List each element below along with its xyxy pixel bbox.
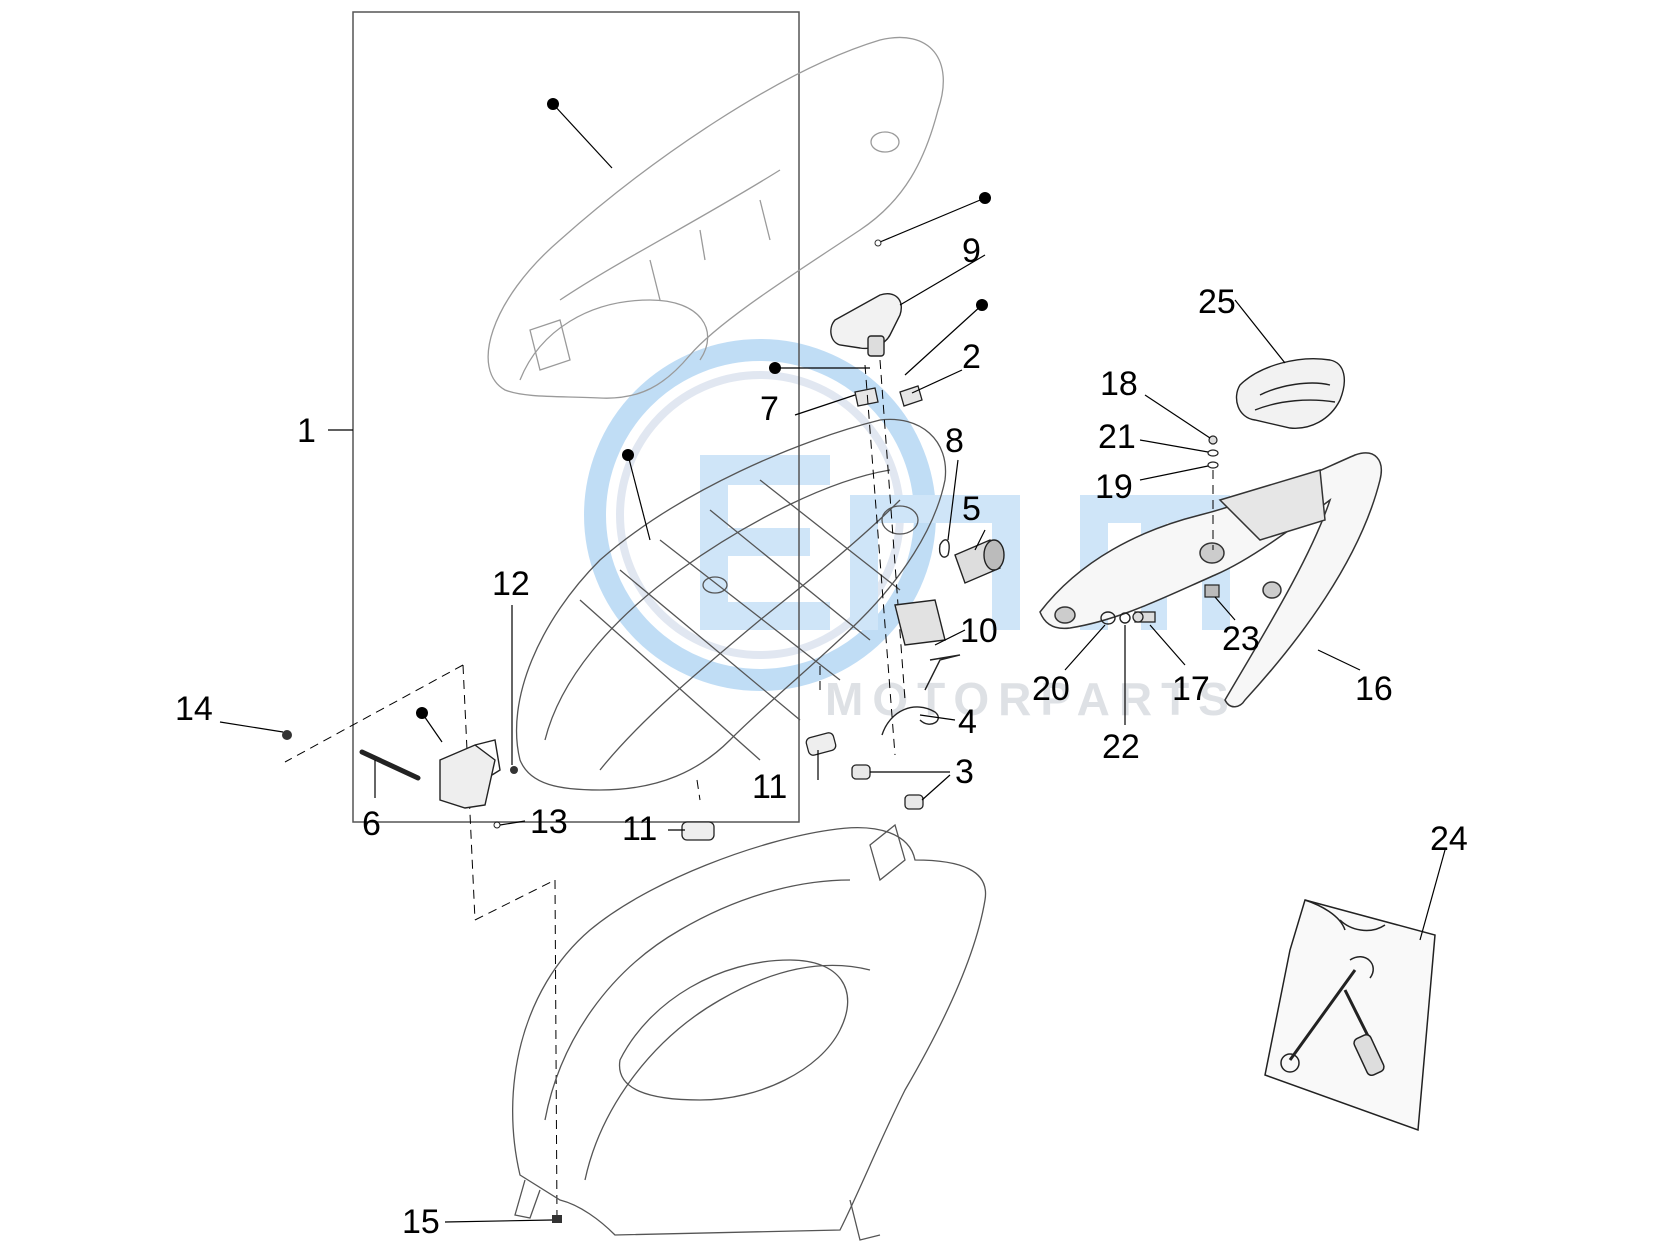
leader-23 — [1214, 596, 1236, 621]
callout-4: 4 — [958, 703, 977, 741]
clip-8 — [938, 539, 950, 558]
leader-21 — [1139, 439, 1209, 453]
callout-19: 19 — [1095, 468, 1133, 506]
callout-14: 14 — [175, 690, 213, 728]
callout-7: 7 — [760, 390, 779, 428]
callout-labels: 1 2 3 4 5 6 7 8 9 10 11 11 12 13 14 15 1… — [175, 232, 1468, 1241]
callout-3: 3 — [955, 753, 974, 791]
callout-15: 15 — [402, 1203, 440, 1241]
leader-3b — [921, 774, 951, 801]
lock-cylinder — [954, 539, 1005, 584]
dot-pan — [622, 449, 634, 461]
hinge-plate-2 — [899, 385, 923, 407]
leader-13 — [499, 820, 526, 826]
seat-pan — [516, 418, 947, 791]
callout-9: 9 — [962, 232, 981, 270]
callout-2: 2 — [962, 338, 981, 376]
leader-18 — [1144, 394, 1211, 439]
screw-12 — [510, 766, 518, 774]
callout-25: 25 — [1198, 283, 1236, 321]
callout-24: 24 — [1430, 820, 1468, 858]
leader-screw-9 — [879, 197, 986, 243]
bolt-17 — [1132, 611, 1156, 623]
nut-23 — [1204, 584, 1220, 598]
leader-10 — [934, 629, 966, 646]
rear-rack — [1039, 452, 1382, 708]
callout-21: 21 — [1098, 418, 1136, 456]
leader-14 — [219, 721, 284, 733]
pin-6 — [359, 749, 421, 781]
dot-hook — [416, 707, 428, 719]
leader-8 — [947, 459, 959, 541]
seat-latch — [894, 599, 961, 691]
callout-12: 12 — [492, 565, 530, 603]
callout-17: 17 — [1172, 670, 1210, 708]
clip-15 — [552, 1215, 562, 1223]
dot-screw-7 — [769, 362, 781, 374]
washer-21 — [1207, 449, 1219, 457]
screw-14 — [282, 730, 292, 740]
callout-11b: 11 — [622, 810, 657, 848]
leader-5 — [974, 529, 986, 551]
leader-19 — [1139, 465, 1209, 481]
leader-9 — [899, 254, 986, 306]
callout-6: 6 — [362, 805, 381, 843]
hook-bracket — [439, 739, 501, 809]
callout-23: 23 — [1222, 620, 1260, 658]
dot-screw-2 — [976, 299, 988, 311]
hinge-cover — [830, 293, 902, 357]
leader-2 — [911, 369, 963, 394]
callout-18: 18 — [1100, 365, 1138, 403]
hinge-bracket-7 — [854, 387, 879, 407]
leader-4 — [919, 714, 956, 721]
leader-20 — [1064, 624, 1106, 671]
callout-11a: 11 — [752, 768, 787, 806]
dot-seat — [547, 98, 559, 110]
seat-cushion — [487, 36, 944, 399]
leader-16 — [1317, 649, 1361, 671]
callout-8: 8 — [945, 422, 964, 460]
callout-10: 10 — [960, 612, 998, 650]
dot-screw-9 — [979, 192, 991, 204]
tool-kit — [1264, 899, 1436, 1132]
leader-24 — [1419, 849, 1446, 941]
leader-17 — [1149, 624, 1186, 666]
screw-18 — [1208, 435, 1218, 445]
leader-15 — [444, 1219, 553, 1223]
leader-25 — [1234, 299, 1286, 364]
screw-9 — [874, 239, 882, 247]
callout-1: 1 — [297, 412, 316, 450]
leader-screw-2 — [904, 304, 983, 376]
rubber-pads-11 — [681, 732, 837, 841]
callout-13: 13 — [530, 803, 568, 841]
leader-7 — [794, 394, 856, 416]
leader-pan — [627, 454, 651, 541]
assembly-frame — [352, 11, 800, 823]
washer-22 — [1119, 612, 1131, 624]
washer-20 — [1100, 611, 1116, 625]
callout-20: 20 — [1032, 670, 1070, 708]
washer-19 — [1207, 461, 1219, 469]
callout-5: 5 — [962, 490, 981, 528]
backrest-pad — [1235, 358, 1346, 429]
callout-16: 16 — [1355, 670, 1393, 708]
clip-13 — [493, 821, 501, 829]
leader-seat — [552, 103, 613, 169]
cable-4 — [881, 706, 939, 736]
callout-22: 22 — [1102, 728, 1140, 766]
helmet-compartment — [512, 823, 987, 1241]
